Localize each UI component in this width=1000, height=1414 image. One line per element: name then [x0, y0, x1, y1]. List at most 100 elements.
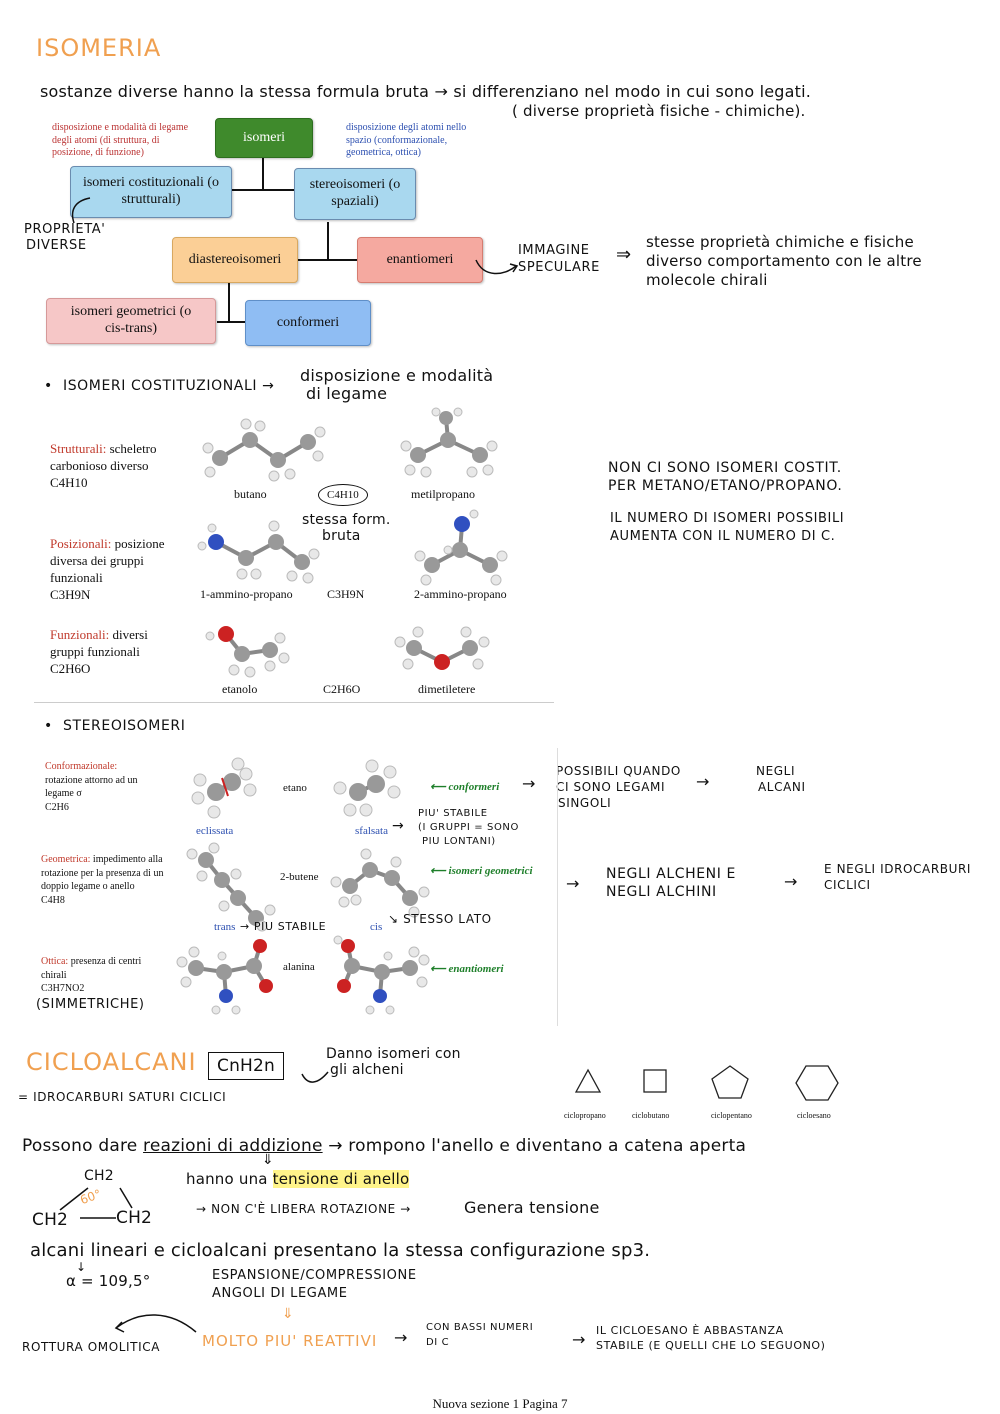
ciclopropano-label: ciclopropano — [564, 1111, 606, 1120]
rotazione-text: NON C'È LIBERA ROTAZIONE — [211, 1202, 396, 1216]
alanina-l-molecule — [176, 939, 273, 1015]
arrow-icon: → — [434, 82, 454, 101]
isomeri-geometrici-text: isomeri geometrici — [448, 865, 533, 877]
conf-label: Conformazionale: — [45, 761, 118, 772]
funzionali-desc: diversi gruppi funzionali — [50, 627, 148, 659]
arrow-icon: → — [328, 1136, 343, 1156]
stessa-formula-1: stessa form. — [302, 512, 391, 528]
curved-arrow-icon — [301, 1071, 329, 1083]
enantiomeri-text: enantiomeri — [448, 963, 504, 975]
curved-arrow-icon — [71, 197, 91, 224]
conformeri-label: ⟵ conformeri — [430, 780, 499, 793]
ch2-left: CH2 — [32, 1210, 69, 1230]
cis-label: cis — [370, 921, 383, 933]
tensione-pre: hanno una — [186, 1170, 268, 1188]
down-arrow-icon: ⇓ — [282, 1306, 294, 1322]
genera-tensione: Genera tensione — [464, 1198, 600, 1217]
tensione-line: hanno una tensione di anello — [186, 1170, 410, 1188]
down-arrow-icon: ↓ — [76, 1260, 87, 1274]
cicloalcani-danno-2: gli alcheni — [330, 1062, 404, 1078]
note-diverse: DIVERSE — [26, 238, 87, 253]
bullet-label: ISOMERI COSTITUZIONALI — [62, 378, 258, 394]
page-title: ISOMERIA — [36, 34, 162, 62]
cost-desc-2: di legame — [306, 384, 388, 403]
cicloalcani-danno-1: Danno isomeri con — [326, 1046, 461, 1062]
reazioni-post: rompono l'anello e diventano a catena ap… — [348, 1136, 747, 1156]
etano-eclissata-molecule — [191, 757, 257, 819]
note-enantio-1: stesse proprietà chimiche e fisiche — [646, 233, 914, 251]
ch2-right: CH2 — [116, 1208, 153, 1228]
conf-formula: C2H6 — [45, 801, 69, 813]
ciclopentano-label: ciclopentano — [711, 1111, 752, 1120]
butene-label: 2-butene — [280, 871, 319, 883]
geo-label: Geometrica: — [41, 854, 91, 865]
trans-stabile: → PIU STABILE — [240, 920, 326, 933]
arrow-icon: → — [522, 774, 536, 793]
geo-note-3: E NEGLI IDROCARBURI — [824, 862, 972, 876]
note-enantio-2: diverso comportamento con le altre — [646, 252, 922, 270]
reattivi-label: MOLTO PIU' REATTIVI — [202, 1332, 378, 1350]
cost-note-2b: AUMENTA CON IL NUMERO DI C. — [610, 529, 836, 544]
bullet-icon: • — [44, 718, 63, 734]
funzionali-text: Funzionali: diversi gruppi funzionali C2… — [50, 627, 180, 678]
etano-label: etano — [283, 782, 307, 794]
vertical-divider — [557, 748, 558, 1026]
negli-label: NEGLI — [756, 764, 796, 778]
chart-note-left: disposizione e modalità di legame degli … — [52, 122, 189, 158]
ammino2-molecule — [414, 509, 508, 586]
definition-text-b: si differenziano nel modo in cui sono le… — [453, 82, 812, 101]
geo-note-4: CICLICI — [824, 878, 871, 892]
enantiomeri-label: ⟵ enantiomeri — [430, 962, 504, 975]
posizionali-text: Posizionali: posizione diversa dei grupp… — [50, 536, 190, 604]
ciclobutano-label: ciclobutano — [632, 1111, 670, 1120]
alanina-label: alanina — [283, 961, 315, 973]
ch2-top: CH2 — [84, 1168, 114, 1184]
angolo-label: α = 109,5° — [66, 1272, 151, 1290]
cicloalcani-title: CICLOALCANI — [26, 1048, 197, 1076]
reazioni-line: Possono dare reazioni di addizione → rom… — [22, 1136, 746, 1156]
strutturali-label: Strutturali: — [50, 441, 107, 456]
box-diastereoisomeri: diastereoisomeri — [172, 237, 298, 283]
geo-note-1: NEGLI ALCHENI E — [606, 866, 736, 882]
curved-arrow-icon — [475, 259, 519, 275]
conf-note-2: CI SONO LEGAMI — [556, 780, 666, 794]
cicloesano-label: cicloesano — [797, 1111, 831, 1120]
ammino1-molecule — [197, 520, 320, 584]
arrow-icon: → — [566, 874, 580, 893]
ciclopentano-icon — [711, 1065, 749, 1099]
divider — [34, 702, 554, 703]
funzionali-label: Funzionali: — [50, 627, 110, 642]
definition-line2: ( diverse proprietà fisiche - chimiche). — [512, 102, 806, 120]
arrow-icon: ↘ — [388, 912, 404, 926]
dimetiletere-label: dimetiletere — [418, 682, 476, 696]
geo-formula: C4H8 — [41, 894, 65, 906]
conf-note-3: SINGOLI — [558, 796, 612, 810]
trans-butene-molecule — [186, 842, 276, 932]
posizionali-desc: posizione diversa dei gruppi funzionali — [50, 536, 165, 585]
bullet-icon: • — [44, 378, 63, 394]
arrow-icon: → — [696, 772, 710, 791]
ott-label: Ottica: — [41, 956, 69, 967]
conf-text: Conformazionale: rotazione attorno ad un… — [45, 760, 155, 814]
green-arrow-icon: ⟵ — [430, 963, 449, 975]
alcani-label: ALCANI — [758, 780, 806, 794]
arrow-icon: → — [394, 1328, 408, 1347]
box-isomeri: isomeri — [215, 118, 313, 158]
definition-text: sostanze diverse hanno la stessa formula… — [40, 82, 430, 101]
page-footer: Nuova sezione 1 Pagina 7 — [432, 1396, 568, 1411]
bullet-stereo: • STEREOISOMERI — [44, 718, 185, 734]
bullet-label: STEREOISOMERI — [62, 718, 186, 734]
isomeri-geometrici-label: ⟵ isomeri geometrici — [430, 864, 533, 877]
cicloesano-icon — [795, 1065, 839, 1101]
box-enantiomeri: enantiomeri — [357, 237, 483, 283]
curved-arrow-icon — [114, 1314, 197, 1333]
cis-stesso-lato-text: STESSO LATO — [403, 912, 492, 926]
rottura-label: ROTTURA OMOLITICA — [22, 1340, 161, 1354]
bassi-1: CON BASSI NUMERI — [426, 1322, 534, 1333]
trans-stabile-text: PIU STABILE — [253, 920, 327, 933]
butano-molecule — [202, 418, 326, 482]
strutturali-desc: scheletro carbonioso diverso — [50, 441, 157, 473]
conf-desc: rotazione attorno ad un legame σ — [45, 774, 138, 800]
configurazione-line: alcani lineari e cicloalcani presentano … — [30, 1240, 651, 1261]
metilpropano-molecule — [400, 407, 498, 478]
